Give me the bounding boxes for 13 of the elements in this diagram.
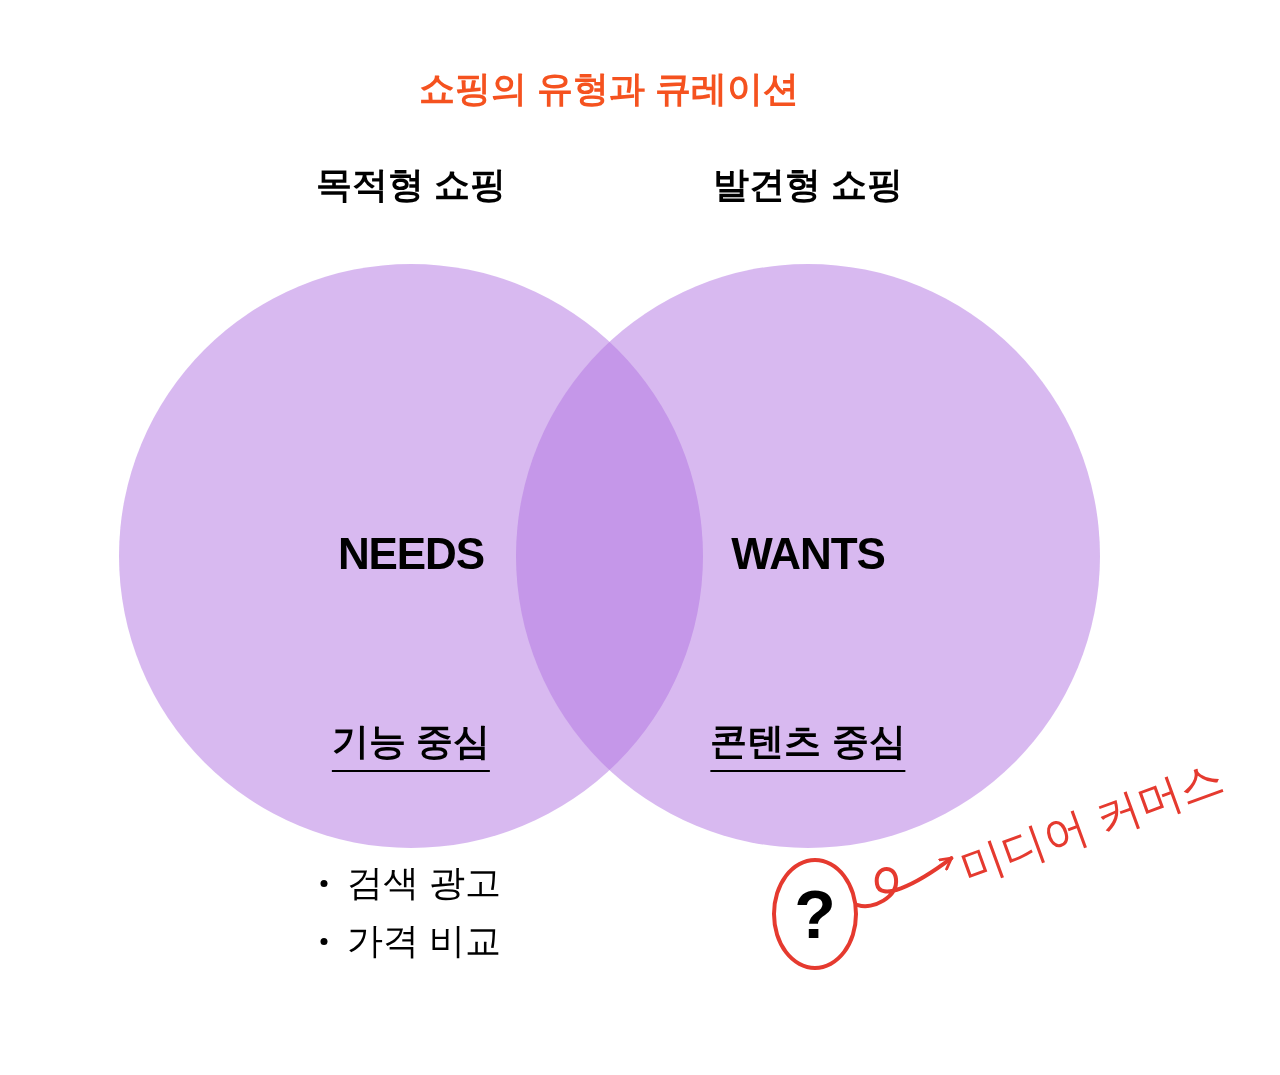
handwritten-note: 미디어 커머스	[953, 752, 1231, 894]
circle-heading: 발견형 쇼핑	[713, 163, 903, 207]
circled-mark	[772, 858, 858, 970]
underlined-label: 기능 중심	[331, 718, 491, 772]
bullet-text: 가격 비교	[347, 919, 502, 963]
bullet-text: 검색 광고	[347, 861, 502, 905]
question-mark: ?	[794, 878, 836, 950]
circle-heading: 목적형 쇼핑	[316, 163, 506, 207]
circle-label: WANTS	[731, 528, 885, 580]
arrow	[856, 856, 954, 909]
diagram-title: 쇼핑의 유형과 큐레이션	[419, 67, 799, 111]
underlined-label: 콘텐츠 중심	[710, 718, 906, 772]
circle-label: NEEDS	[337, 528, 485, 580]
